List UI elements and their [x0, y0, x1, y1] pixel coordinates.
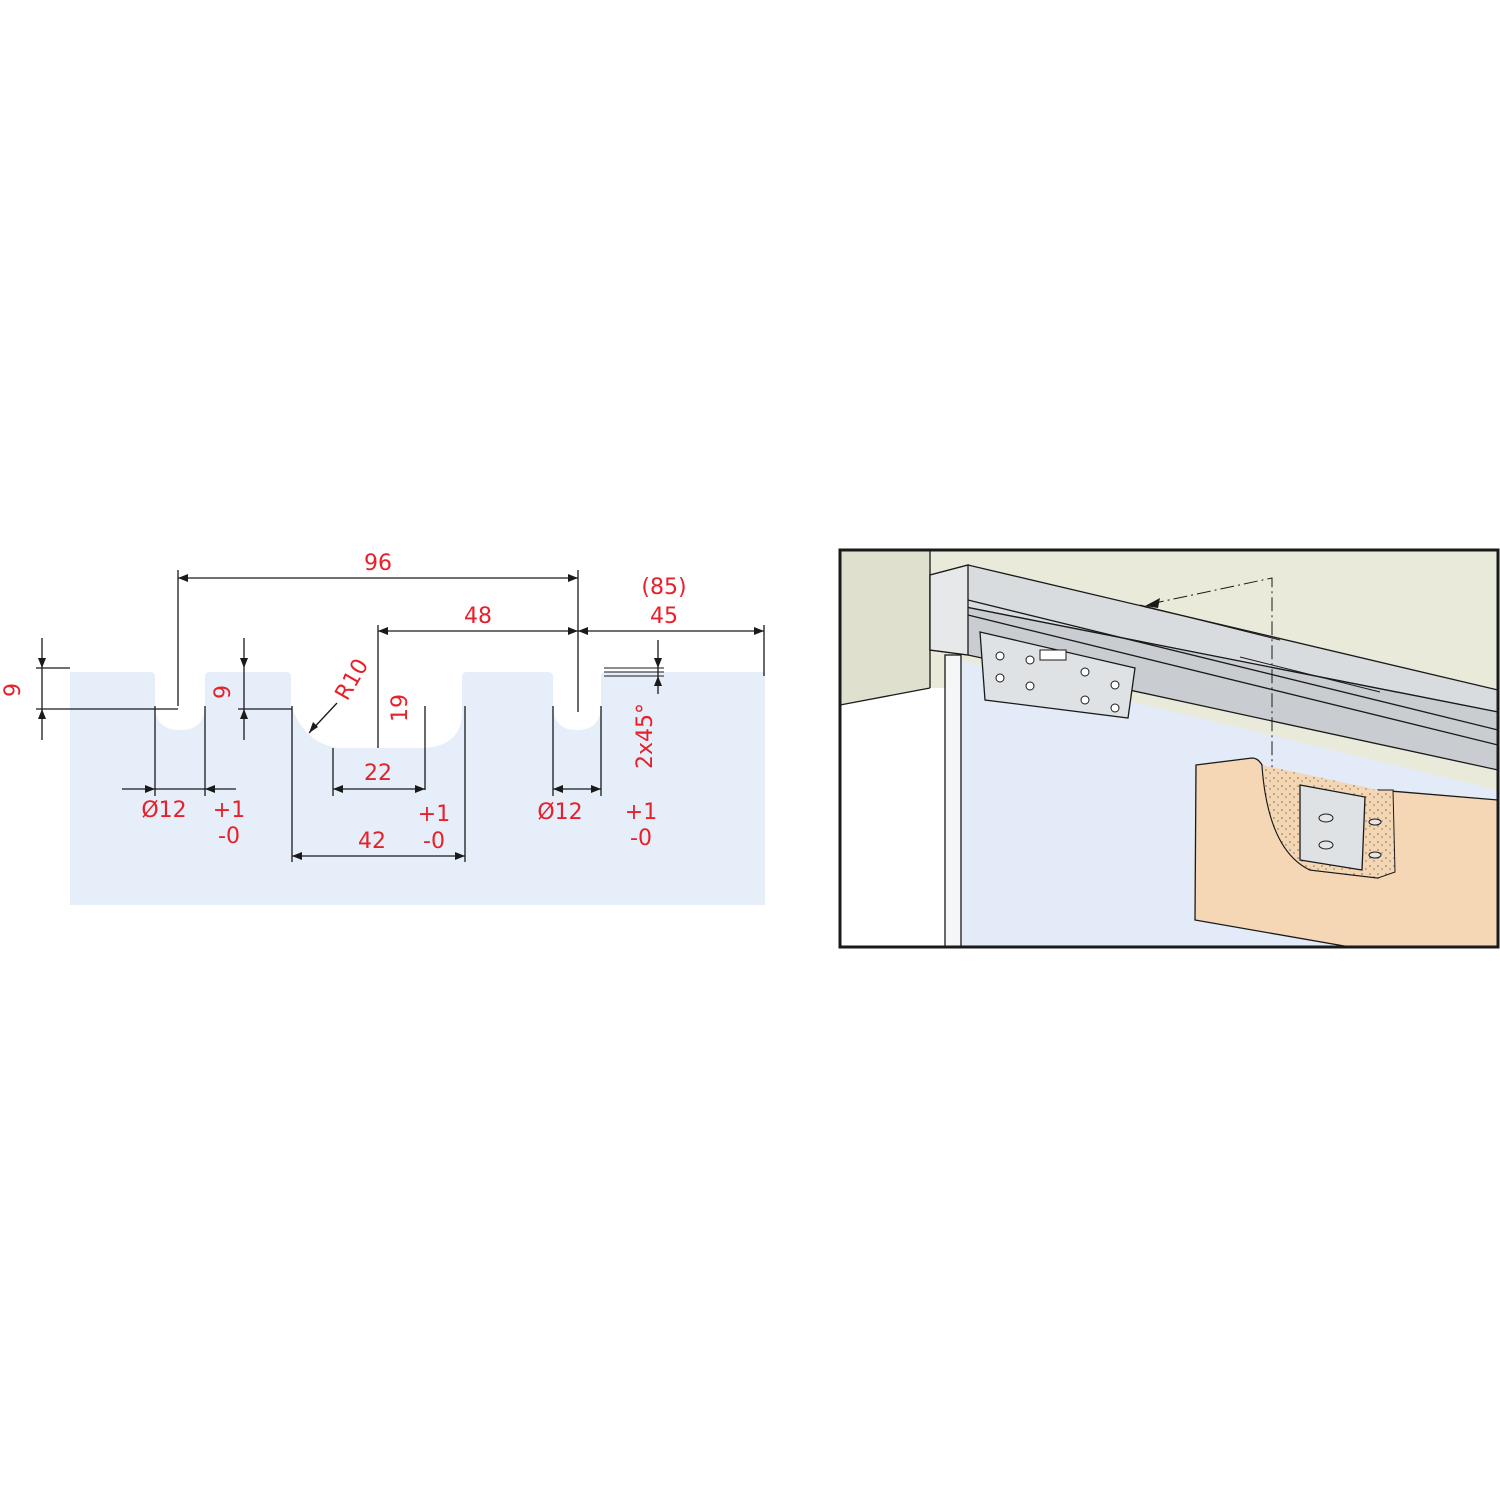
dim-48: 48 — [377, 604, 578, 748]
dim-left-9-label: 9 — [1, 683, 26, 697]
dim-45-label: 45 — [650, 604, 678, 629]
dim-dia-right-label: Ø12 — [537, 800, 582, 825]
bracket-slot — [1039, 649, 1067, 661]
dim-r10-label: R10 — [331, 655, 374, 705]
dim-22: 22 — [332, 748, 425, 796]
tol-left-plus: +1 — [213, 798, 245, 823]
dim-dia-left-label: Ø12 — [141, 798, 186, 823]
tol-left-minus: -0 — [218, 824, 240, 849]
panel-edge — [944, 654, 962, 947]
dim-mid-9-label: 9 — [211, 685, 236, 699]
tol-mid-minus: -0 — [423, 829, 445, 854]
dim-19: 19 — [388, 694, 426, 790]
machining-drawing: 96 48 (85) 45 9 — [1, 551, 765, 905]
installation-illustration — [838, 548, 1500, 949]
dim-48-label: 48 — [464, 604, 492, 629]
dim-85-label: (85) — [641, 575, 686, 600]
edge-break — [468, 664, 473, 670]
dim-mid-9: 9 — [211, 638, 292, 740]
dim-42: 42 +1 -0 — [291, 706, 466, 862]
dim-22-label: 22 — [364, 761, 392, 786]
bottom-bracket — [1299, 784, 1366, 871]
ceiling-shadow — [840, 550, 930, 705]
guide-line — [1149, 577, 1273, 790]
dim-19-label: 19 — [388, 694, 413, 722]
illustration-frame — [838, 548, 1500, 949]
dim-dia-right: Ø12 +1 -0 — [537, 706, 657, 851]
tol-right-minus: -0 — [630, 826, 652, 851]
dim-45: (85) 45 — [578, 575, 765, 676]
dim-96-label: 96 — [364, 551, 392, 576]
side-wall — [840, 688, 945, 947]
door-screws — [1318, 813, 1382, 859]
dim-r10: R10 — [308, 655, 374, 734]
dim-42-label: 42 — [358, 829, 386, 854]
dim-chamfer: 2x45° — [604, 640, 664, 769]
dim-96: 96 — [177, 551, 579, 712]
tol-right-plus: +1 — [625, 800, 657, 825]
tol-mid-plus: +1 — [418, 802, 450, 827]
bracket-screws — [995, 651, 1120, 713]
guide-arrow — [1145, 598, 1160, 608]
rail-end — [929, 564, 969, 656]
dim-dia-left: Ø12 +1 -0 — [122, 706, 245, 849]
top-bracket — [979, 631, 1136, 719]
dim-chamfer-label: 2x45° — [633, 703, 658, 769]
edge-break — [412, 664, 416, 670]
dim-left-9: 9 — [1, 638, 178, 740]
